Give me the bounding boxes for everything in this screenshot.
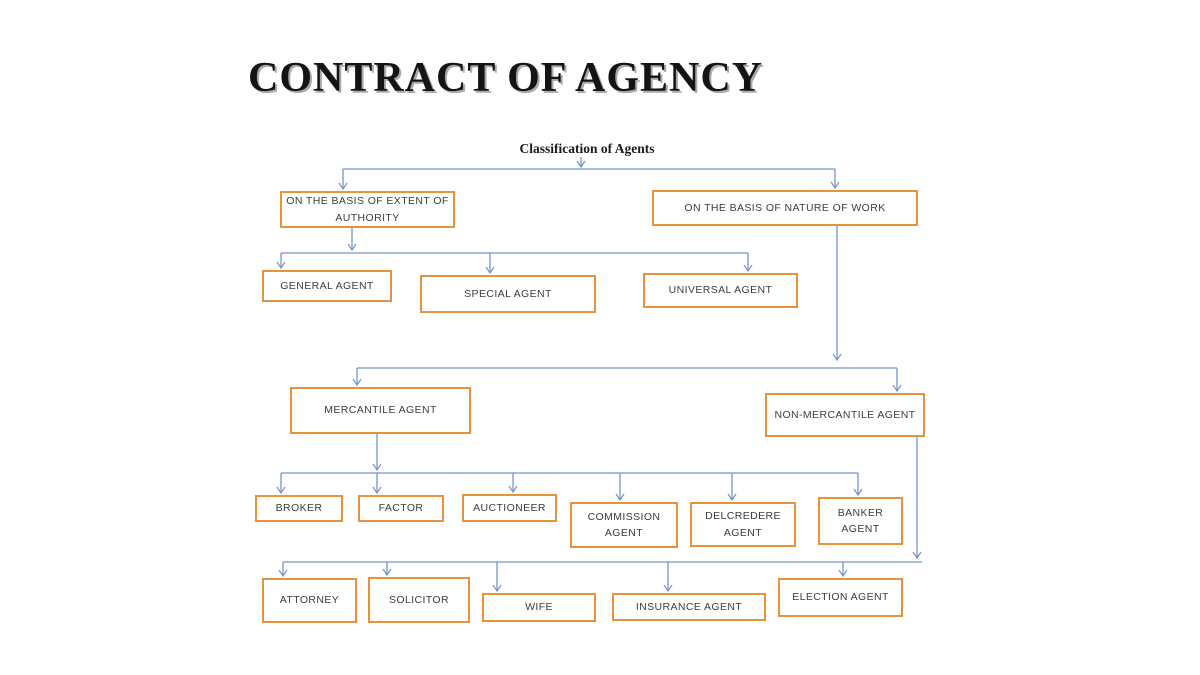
node-universal-agent: UNIVERSAL AGENT — [643, 273, 798, 308]
node-delcredere-agent: DELCREDERE AGENT — [690, 502, 796, 547]
node-wife: WIFE — [482, 593, 596, 622]
node-general-agent: GENERAL AGENT — [262, 270, 392, 302]
node-non-mercantile-agent: NON-MERCANTILE AGENT — [765, 393, 925, 437]
diagram-heading: Classification of Agents — [519, 141, 655, 156]
node-factor: FACTOR — [358, 495, 444, 522]
node-auctioneer: AUCTIONEER — [462, 494, 557, 522]
page-title: CONTRACT OF AGENCY — [248, 55, 764, 101]
node-commission-agent: COMMISSION AGENT — [570, 502, 678, 548]
node-nature-of-work: ON THE BASIS OF NATURE OF WORK — [652, 190, 918, 226]
node-broker: BROKER — [255, 495, 343, 522]
node-insurance-agent: INSURANCE AGENT — [612, 593, 766, 621]
node-mercantile-agent: MERCANTILE AGENT — [290, 387, 471, 434]
node-special-agent: SPECIAL AGENT — [420, 275, 596, 313]
node-attorney: ATTORNEY — [262, 578, 357, 623]
node-election-agent: ELECTION AGENT — [778, 578, 903, 617]
node-extent-of-authority: ON THE BASIS OF EXTENT OF AUTHORITY — [280, 191, 455, 228]
node-banker-agent: BANKER AGENT — [818, 497, 903, 545]
node-solicitor: SOLICITOR — [368, 577, 470, 623]
